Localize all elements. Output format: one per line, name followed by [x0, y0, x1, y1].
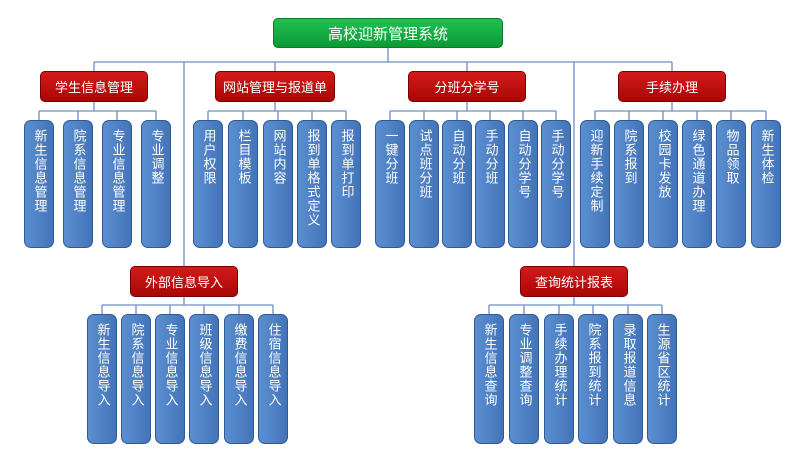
leaf-label: 迎新手续定制 — [587, 129, 603, 213]
leaf-node: 自动分班 — [442, 120, 472, 248]
leaf-node: 一键分班 — [375, 120, 405, 248]
leaf-label: 缴费信息导入 — [231, 323, 247, 407]
leaf-label: 校园卡发放 — [655, 129, 671, 199]
category-procedures: 手续办理 — [618, 71, 726, 102]
leaf-label: 网站内容 — [270, 129, 286, 185]
leaf-node: 试点班分班 — [409, 120, 439, 248]
category-label: 外部信息导入 — [144, 276, 223, 291]
leaf-node: 专业调整 — [141, 120, 171, 248]
leaf-node: 手动分学号 — [541, 120, 571, 248]
leaf-label: 手续办理统计 — [551, 323, 567, 407]
leaf-node: 院系报到统计 — [578, 314, 608, 444]
leaf-node: 校园卡发放 — [648, 120, 678, 248]
leaf-label: 栏目模板 — [235, 129, 251, 185]
leaf-node: 院系信息管理 — [63, 120, 93, 248]
leaf-label: 新生信息导入 — [94, 323, 110, 407]
leaf-label: 用户权限 — [200, 129, 216, 185]
leaf-node: 用户权限 — [193, 120, 223, 248]
category-query-reports: 查询统计报表 — [520, 266, 628, 297]
leaf-label: 自动分学号 — [515, 129, 531, 199]
category-student-info: 学生信息管理 — [40, 71, 148, 102]
category-label: 分班分学号 — [434, 81, 500, 96]
leaf-label: 院系报到统计 — [585, 323, 601, 407]
leaf-node: 专业信息管理 — [102, 120, 132, 248]
leaf-node: 新生信息管理 — [24, 120, 54, 248]
root-label: 高校迎新管理系统 — [327, 24, 448, 43]
category-label: 网站管理与报道单 — [222, 81, 327, 96]
leaf-label: 自动分班 — [449, 129, 465, 185]
leaf-node: 专业信息导入 — [155, 314, 185, 444]
leaf-label: 住宿信息导入 — [265, 323, 281, 407]
leaf-node: 专业调整查询 — [509, 314, 539, 444]
leaf-node: 报到单打印 — [331, 120, 361, 248]
leaf-node: 迎新手续定制 — [580, 120, 610, 248]
leaf-node: 物品领取 — [716, 120, 746, 248]
leaf-node: 班级信息导入 — [189, 314, 219, 444]
category-class-assignment: 分班分学号 — [408, 71, 526, 102]
leaf-label: 新生体检 — [758, 129, 774, 185]
leaf-node: 手动分班 — [475, 120, 505, 248]
leaf-node: 手续办理统计 — [544, 314, 574, 444]
category-external-import: 外部信息导入 — [130, 266, 238, 297]
leaf-node: 栏目模板 — [228, 120, 258, 248]
leaf-label: 院系信息管理 — [70, 129, 86, 213]
leaf-label: 一键分班 — [382, 129, 398, 185]
leaf-node: 缴费信息导入 — [224, 314, 254, 444]
leaf-label: 录取报道信息 — [620, 323, 636, 407]
leaf-node: 自动分学号 — [508, 120, 538, 248]
leaf-node: 网站内容 — [263, 120, 293, 248]
leaf-label: 物品领取 — [723, 129, 739, 185]
leaf-label: 专业调整 — [148, 129, 164, 185]
leaf-label: 试点班分班 — [416, 129, 432, 199]
root-node: 高校迎新管理系统 — [273, 18, 503, 48]
leaf-node: 院系报到 — [614, 120, 644, 248]
leaf-label: 院系报到 — [621, 129, 637, 185]
leaf-node: 录取报道信息 — [613, 314, 643, 444]
leaf-node: 新生体检 — [751, 120, 781, 248]
category-label: 查询统计报表 — [534, 276, 613, 291]
category-website-management: 网站管理与报道单 — [215, 71, 335, 102]
leaf-label: 专业信息导入 — [162, 323, 178, 407]
leaf-label: 报到单打印 — [338, 129, 354, 199]
leaf-node: 生源省区统计 — [647, 314, 677, 444]
leaf-label: 专业信息管理 — [109, 129, 125, 213]
category-label: 学生信息管理 — [54, 81, 133, 96]
leaf-node: 报到单格式定义 — [297, 120, 327, 248]
leaf-node: 住宿信息导入 — [258, 314, 288, 444]
leaf-label: 绿色通道办理 — [689, 129, 705, 213]
leaf-label: 生源省区统计 — [654, 323, 670, 407]
leaf-node: 新生信息导入 — [87, 314, 117, 444]
leaf-label: 手动分学号 — [548, 129, 564, 199]
leaf-label: 院系信息导入 — [128, 323, 144, 407]
leaf-label: 新生信息查询 — [481, 323, 497, 407]
leaf-node: 新生信息查询 — [474, 314, 504, 444]
leaf-label: 专业调整查询 — [516, 323, 532, 407]
leaf-label: 新生信息管理 — [31, 129, 47, 213]
leaf-label: 班级信息导入 — [196, 323, 212, 407]
leaf-node: 院系信息导入 — [121, 314, 151, 444]
leaf-label: 手动分班 — [482, 129, 498, 185]
category-label: 手续办理 — [645, 81, 698, 96]
leaf-label: 报到单格式定义 — [304, 129, 320, 227]
leaf-node: 绿色通道办理 — [682, 120, 712, 248]
